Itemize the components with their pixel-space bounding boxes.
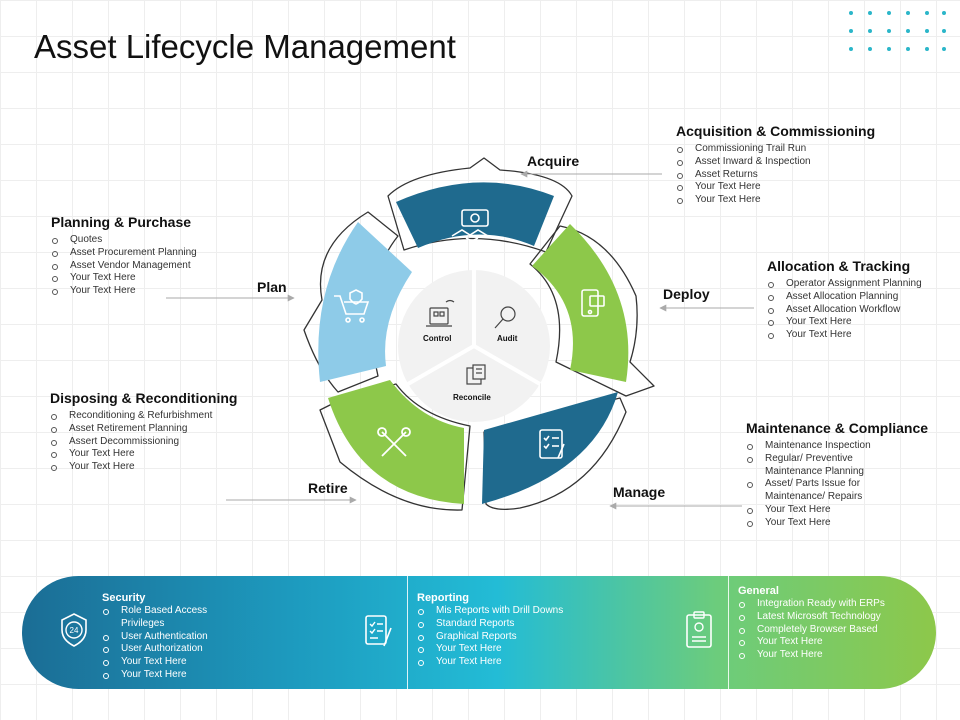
list-item: Integration Ready with ERPs xyxy=(738,598,898,611)
list-item: Completely Browser Based xyxy=(738,624,898,637)
reporting-title: Reporting xyxy=(417,592,469,604)
reconcile-icon xyxy=(466,364,486,385)
list-item: Assert Decommissioning xyxy=(50,436,260,449)
hub-label-control: Control xyxy=(423,334,452,343)
list-item: Your Text Here xyxy=(51,272,251,285)
acquisition-block: Acquisition & Commissioning Commissionin… xyxy=(676,123,916,207)
hub-label-reconcile: Reconcile xyxy=(453,393,491,402)
list-item: Graphical Reports xyxy=(417,631,567,644)
list-item: Your Text Here xyxy=(102,669,252,682)
control-icon xyxy=(426,299,455,327)
planning-block: Planning & Purchase Quotes Asset Procure… xyxy=(51,214,251,298)
list-item: Asset Returns xyxy=(676,169,916,182)
list-item: Your Text Here xyxy=(746,504,886,517)
list-item: User Authorization xyxy=(102,643,252,656)
segment-acquire xyxy=(396,182,554,248)
allocation-title: Allocation & Tracking xyxy=(767,258,911,274)
list-item: User Authentication xyxy=(102,631,252,644)
list-item: Your Text Here xyxy=(50,448,260,461)
segment-manage xyxy=(482,392,618,504)
outline-deploy xyxy=(529,225,655,397)
list-item: Your Text Here xyxy=(51,285,251,298)
list-item: Your Text Here xyxy=(767,329,952,342)
list-item: Asset Procurement Planning xyxy=(51,247,251,260)
tools-icon xyxy=(377,427,411,457)
mobile-tracking-icon xyxy=(581,289,605,317)
clipboard-icon xyxy=(686,611,712,648)
list-item: Your Text Here xyxy=(676,181,916,194)
shield-24-icon: 24 xyxy=(61,613,87,647)
security-column: Security Role Based Access Privileges Us… xyxy=(102,592,252,682)
list-item: Your Text Here xyxy=(738,636,898,649)
list-item: Your Text Here xyxy=(417,643,567,656)
list-item: Commissioning Trail Run xyxy=(676,143,916,156)
stage-label-acquire: Acquire xyxy=(527,153,580,169)
list-item: Asset Inward & Inspection xyxy=(676,156,916,169)
list-item: Your Text Here xyxy=(676,194,916,207)
audit-icon xyxy=(494,306,516,329)
checklist-icon xyxy=(539,429,565,459)
lifecycle-diagram xyxy=(166,157,754,511)
hub-label-audit: Audit xyxy=(497,334,518,343)
list-item: Asset Allocation Workflow xyxy=(767,304,952,317)
list-item: Operator Assignment Planning xyxy=(767,278,952,291)
stage-label-manage: Manage xyxy=(613,484,666,500)
handshake-icon xyxy=(451,209,489,242)
segment-deploy xyxy=(532,224,629,382)
list-item: Asset Allocation Planning xyxy=(767,291,952,304)
general-title: General xyxy=(738,585,779,597)
shopping-cart-icon xyxy=(334,289,370,323)
list-item: Standard Reports xyxy=(417,618,567,631)
outline-acquire xyxy=(387,157,573,253)
allocation-block: Allocation & Tracking Operator Assignmen… xyxy=(767,258,952,342)
list-item: Your Text Here xyxy=(746,517,886,530)
list-item: Regular/ Preventive Maintenance Planning xyxy=(746,453,886,479)
page-title: Asset Lifecycle Management xyxy=(34,28,456,65)
band-divider xyxy=(728,576,729,689)
list-item: Your Text Here xyxy=(50,461,260,474)
outline-manage xyxy=(483,397,627,510)
stage-label-deploy: Deploy xyxy=(663,286,710,302)
stage-label-plan: Plan xyxy=(257,279,287,295)
list-item: Your Text Here xyxy=(417,656,567,669)
list-item: Maintenance Inspection xyxy=(746,440,886,453)
features-band: 24 Security Role Based Access Privileges… xyxy=(22,576,936,689)
stage-label-retire: Retire xyxy=(308,480,348,496)
dot-grid-decoration xyxy=(849,11,946,51)
maintenance-title: Maintenance & Compliance xyxy=(746,420,929,436)
list-item: Your Text Here xyxy=(102,656,252,669)
svg-text:24: 24 xyxy=(70,626,79,635)
general-column: General Integration Ready with ERPs Late… xyxy=(738,585,898,662)
list-item: Latest Microsoft Technology xyxy=(738,611,898,624)
outline-retire xyxy=(319,383,471,511)
list-item: Asset Retirement Planning xyxy=(50,423,260,436)
report-checklist-icon xyxy=(365,615,392,647)
list-item: Asset Vendor Management xyxy=(51,260,251,273)
list-item: Your Text Here xyxy=(738,649,898,662)
security-title: Security xyxy=(102,592,146,604)
list-item: Reconditioning & Refurbishment xyxy=(50,410,260,423)
planning-title: Planning & Purchase xyxy=(51,214,192,230)
acquisition-title: Acquisition & Commissioning xyxy=(676,123,876,139)
reporting-column: Reporting Mis Reports with Drill Downs S… xyxy=(417,592,567,669)
list-item: Your Text Here xyxy=(767,316,952,329)
list-item: Quotes xyxy=(51,234,251,247)
band-divider xyxy=(407,576,408,689)
list-item: Mis Reports with Drill Downs xyxy=(417,605,567,618)
disposing-block: Disposing & Reconditioning Reconditionin… xyxy=(50,390,260,474)
list-item: Role Based Access Privileges xyxy=(102,605,252,631)
disposing-title: Disposing & Reconditioning xyxy=(50,390,238,406)
list-item: Asset/ Parts Issue for Maintenance/ Repa… xyxy=(746,478,886,504)
maintenance-block: Maintenance & Compliance Maintenance Ins… xyxy=(746,420,946,530)
